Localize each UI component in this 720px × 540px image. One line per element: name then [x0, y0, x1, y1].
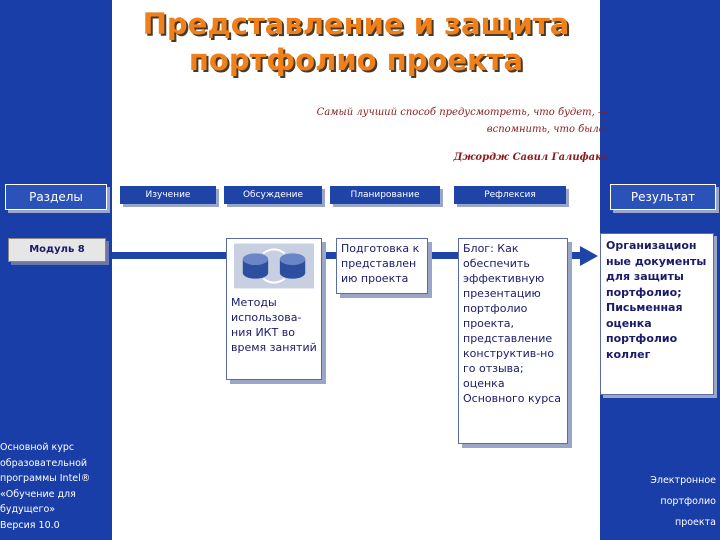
- quote-author: Джордж Савил Галифакс: [453, 152, 608, 163]
- preparation-box[interactable]: Подготовка к представлен ию проекта: [336, 238, 428, 294]
- tab-study[interactable]: Изучение: [120, 186, 216, 204]
- result-box[interactable]: Организацион ные документы для защиты по…: [600, 233, 714, 395]
- blog-box[interactable]: Блог: Как обеспечить эффективную презент…: [458, 238, 568, 444]
- methods-text: Методы использова-ния ИКТ во время занят…: [231, 296, 317, 354]
- quote-line-2: вспомнить, что было.: [486, 124, 608, 135]
- people-connection-icon: [234, 243, 314, 289]
- footer-left-line-3: программы Intel®: [0, 473, 91, 484]
- footer-right-line-2: портфолио: [660, 496, 716, 507]
- tab-sections[interactable]: Разделы: [5, 184, 107, 210]
- tab-result[interactable]: Результат: [610, 184, 716, 210]
- methods-box[interactable]: Методы использова-ния ИКТ во время занят…: [226, 238, 322, 380]
- page-title: Представление и защита портфолио проекта: [112, 6, 600, 78]
- arrow-head-icon: [580, 246, 598, 266]
- title-line-1: Представление и защита: [142, 7, 570, 41]
- footer-portfolio-info: Электронное портфолио проекта: [604, 470, 716, 533]
- footer-left-line-5: будущего»: [0, 504, 56, 515]
- footer-left-line-4: «Обучение для: [0, 488, 76, 500]
- footer-course-info: Основной курс образовательной программы …: [0, 440, 112, 533]
- tab-planning[interactable]: Планирование: [330, 186, 440, 204]
- module-label[interactable]: Модуль 8: [8, 238, 106, 262]
- tab-discussion[interactable]: Обсуждение: [224, 186, 322, 204]
- footer-left-line-1: Основной курс: [0, 442, 75, 453]
- footer-left-line-2: образовательной: [0, 457, 88, 469]
- quote-line-1: Самый лучший способ предусмотреть, что б…: [316, 107, 608, 118]
- quote: Самый лучший способ предусмотреть, что б…: [278, 104, 608, 138]
- footer-right-line-1: Электронное: [650, 475, 716, 486]
- footer-left-line-6: Версия 10.0: [0, 519, 60, 531]
- tab-reflection[interactable]: Рефлексия: [454, 186, 566, 204]
- footer-right-line-3: проекта: [675, 517, 716, 528]
- left-sidebar: [0, 0, 112, 540]
- title-line-2: портфолио проекта: [188, 43, 524, 77]
